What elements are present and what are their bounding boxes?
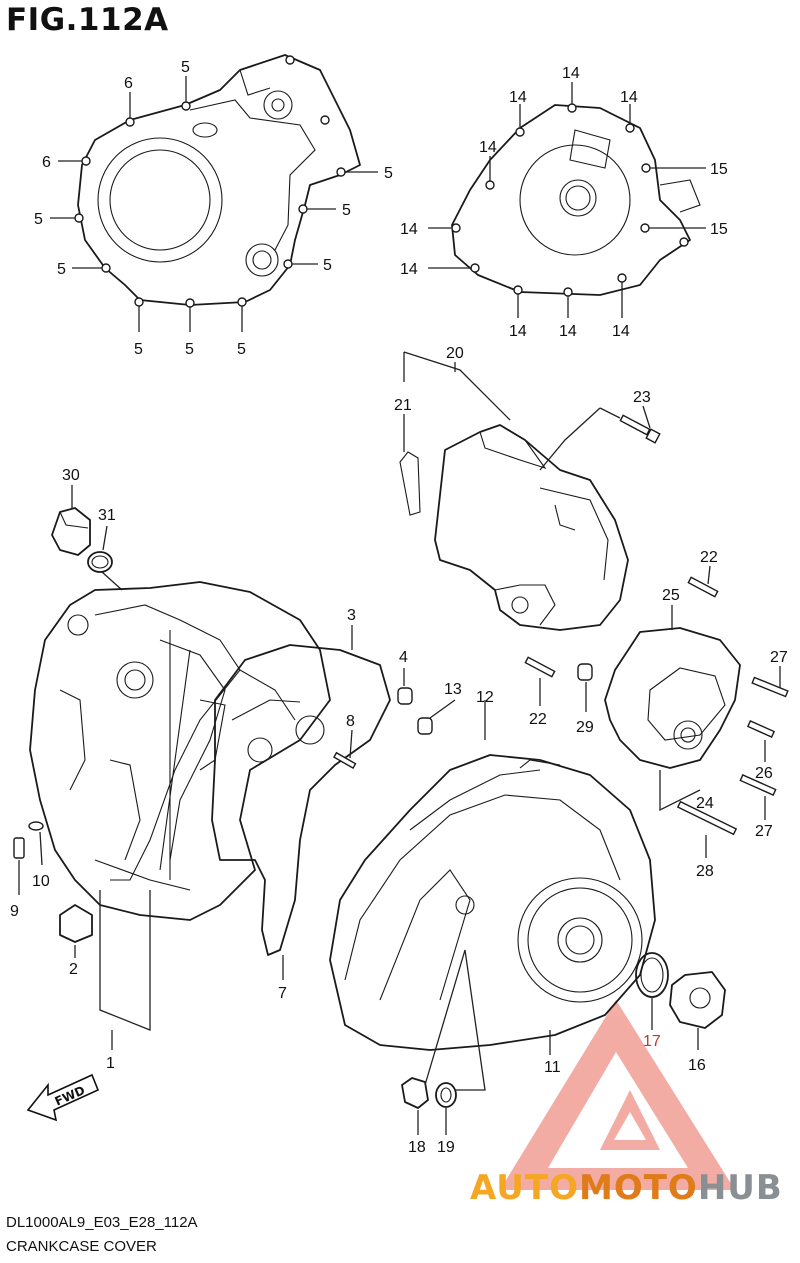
callout-16: 16 xyxy=(688,1057,706,1074)
leader-lines-guard xyxy=(403,351,621,471)
callout-30: 30 xyxy=(62,467,80,484)
bolt-26 xyxy=(746,720,776,762)
leader-lines-top-left xyxy=(50,76,378,332)
callout-7: 7 xyxy=(278,985,287,1002)
callout-24: 24 xyxy=(696,795,714,812)
callout-31: 31 xyxy=(98,507,116,524)
callout-14: 14 xyxy=(479,139,497,156)
dowel-pin-4 xyxy=(397,668,413,705)
callout-10: 10 xyxy=(32,873,50,890)
callout-17: 17 xyxy=(643,1033,661,1050)
callout-12: 12 xyxy=(476,689,494,706)
callout-4: 4 xyxy=(399,649,408,666)
callout-2: 2 xyxy=(69,961,78,978)
callout-11: 11 xyxy=(544,1059,561,1076)
callout-22: 22 xyxy=(529,711,547,728)
callout-22: 22 xyxy=(700,549,718,566)
footer-code: DL1000AL9_E03_E28_112A xyxy=(6,1214,198,1231)
callout-14: 14 xyxy=(562,65,580,82)
bolt-27-upper xyxy=(751,666,789,698)
callout-18: 18 xyxy=(408,1139,426,1156)
cap-16 xyxy=(669,971,726,1050)
bolt-28 xyxy=(676,800,738,858)
callout-5: 5 xyxy=(323,257,332,274)
leader-lines-crankcase xyxy=(99,890,151,1050)
callout-14: 14 xyxy=(400,261,418,278)
callout-numbers: 6 5 6 5 5 5 5 5 5 5 5 14 14 14 14 15 15 … xyxy=(10,59,788,1156)
callout-14: 14 xyxy=(509,323,527,340)
oil-filler-cap xyxy=(51,485,91,556)
callout-5: 5 xyxy=(342,202,351,219)
fwd-arrow-icon: FWD xyxy=(26,1073,100,1122)
callout-26: 26 xyxy=(755,765,773,782)
callout-6: 6 xyxy=(42,154,51,171)
callout-15: 15 xyxy=(710,161,728,178)
footer-name: CRANKCASE COVER xyxy=(6,1238,157,1255)
callout-25: 25 xyxy=(662,587,680,604)
callout-14: 14 xyxy=(509,89,527,106)
callout-19: 19 xyxy=(437,1139,455,1156)
watermark-hub: HUB xyxy=(697,1168,783,1208)
o-ring-17 xyxy=(635,952,669,1030)
callout-5: 5 xyxy=(185,341,194,358)
watermark-moto: MOTO xyxy=(578,1168,698,1208)
leader-lines-top-right xyxy=(428,82,706,318)
watermark-auto: AUTO xyxy=(470,1168,579,1208)
o-ring-31 xyxy=(87,525,123,591)
plug-2 xyxy=(59,904,93,958)
callout-1: 1 xyxy=(106,1055,115,1072)
callout-5: 5 xyxy=(134,341,143,358)
callout-9: 9 xyxy=(10,903,19,920)
callout-29: 29 xyxy=(576,719,594,736)
callout-28: 28 xyxy=(696,863,714,880)
callout-13: 13 xyxy=(444,681,462,698)
callout-15: 15 xyxy=(710,221,728,238)
bolt-8 xyxy=(333,729,357,770)
callout-5: 5 xyxy=(34,211,43,228)
plug-18 xyxy=(401,1077,429,1135)
generator-cover-gasket xyxy=(451,103,701,297)
bolt-23 xyxy=(619,405,661,444)
callout-23: 23 xyxy=(633,389,651,406)
callout-5: 5 xyxy=(57,261,66,278)
callout-27: 27 xyxy=(770,649,788,666)
callout-5: 5 xyxy=(384,165,393,182)
callout-8: 8 xyxy=(346,713,355,730)
callout-20: 20 xyxy=(446,345,464,362)
callout-14: 14 xyxy=(620,89,638,106)
callout-21: 21 xyxy=(394,397,412,414)
dowel-pin-29 xyxy=(577,663,593,712)
figure-title: FIG.112A xyxy=(6,2,169,38)
bolt-9 xyxy=(13,837,25,895)
clutch-cover-gasket xyxy=(74,54,361,308)
water-pump-cover xyxy=(604,605,741,812)
generator-cover xyxy=(329,700,656,1055)
callout-14: 14 xyxy=(559,323,577,340)
bolt-22-lower xyxy=(524,656,556,706)
callout-6: 6 xyxy=(124,75,133,92)
bolt-22-upper xyxy=(687,565,719,598)
callout-27: 27 xyxy=(755,823,773,840)
bolt-27-lower xyxy=(739,774,777,820)
sprocket-guard-cover xyxy=(399,424,629,631)
washer-10 xyxy=(28,821,44,866)
callout-5: 5 xyxy=(181,59,190,76)
watermark-text: AUTOMOTOHUB xyxy=(470,1168,783,1208)
washer-19 xyxy=(424,949,486,1135)
callout-14: 14 xyxy=(400,221,418,238)
callout-3: 3 xyxy=(347,607,356,624)
crankcase xyxy=(29,581,331,921)
dowel-pin-13 xyxy=(417,699,456,735)
callout-5: 5 xyxy=(237,341,246,358)
callout-14: 14 xyxy=(612,323,630,340)
gasket-3 xyxy=(211,625,391,956)
watermark-logo xyxy=(500,1000,735,1190)
